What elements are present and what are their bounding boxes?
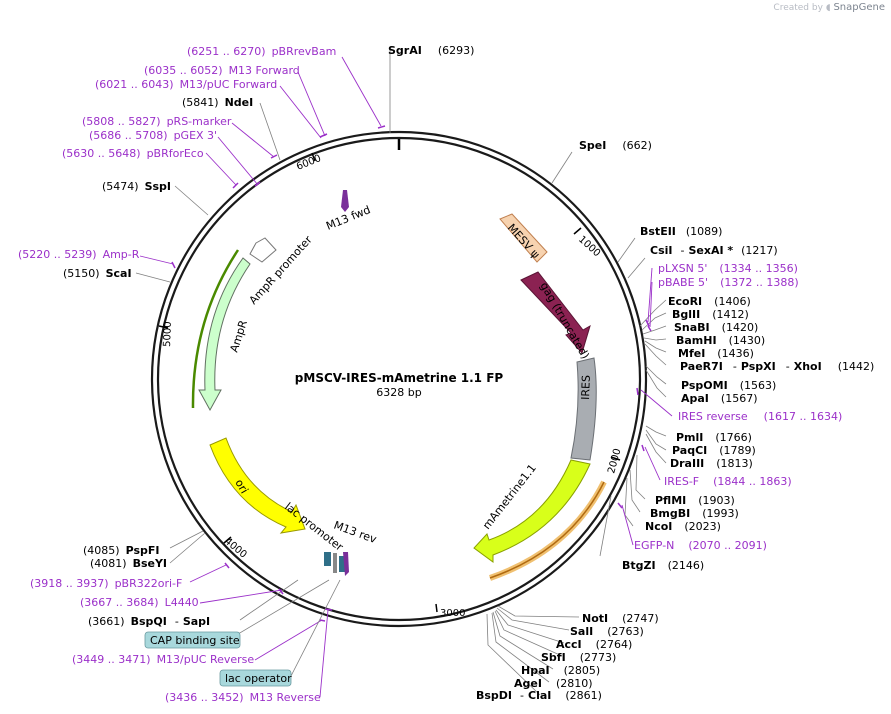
site-paqci: PaqCI(1789) <box>672 444 756 457</box>
primer-m13-reverse: (3436 .. 3452)M13 Reverse <box>165 691 321 704</box>
tick-label-3000: 3000 <box>440 608 465 619</box>
site-spei: SpeI(662) <box>579 139 652 152</box>
site-pspomi: PspOMI(1563) <box>681 379 776 392</box>
primer-site-marks <box>171 125 652 622</box>
primer-leader-lines <box>139 56 673 698</box>
site-ndei: (5841)NdeI <box>182 96 253 109</box>
site-ecori: EcoRI(1406) <box>668 295 751 308</box>
lac-operator-label: lac operator <box>219 579 341 687</box>
feature-mesv-psi: MESV ψ <box>499 213 548 263</box>
site-sali: SalI(2763) <box>570 625 644 638</box>
site-bspdi-clai: BspDI-ClaI(2861) <box>476 689 602 702</box>
site-bglii: BglII(1412) <box>672 308 749 321</box>
site-sspi: (5474)SspI <box>102 180 171 193</box>
site-scai: (5150)ScaI <box>63 267 132 280</box>
tick-label-6000: 6000 <box>295 153 323 173</box>
site-pmli: PmlI(1766) <box>676 431 752 444</box>
svg-text:IRES: IRES <box>579 375 593 400</box>
site-bamhi: BamHI(1430) <box>676 334 765 347</box>
site-pspfi: (4085)PspFI <box>83 544 159 557</box>
site-sbfi: SbfI(2773) <box>541 651 616 664</box>
feature-m13-fwd: M13 fwd <box>324 190 372 233</box>
feature-egfp-n-band <box>489 480 607 581</box>
feature-gag-truncated: gag (truncated) <box>520 271 592 361</box>
site-sgrai: SgrAI(6293) <box>388 44 474 57</box>
site-agei: AgeI(2810) <box>514 677 593 690</box>
plasmid-name: pMSCV-IRES-mAmetrine 1.1 FP <box>295 371 504 385</box>
site-btgzi: BtgZI(2146) <box>622 559 704 572</box>
site-paer7i-pspxi-xhoi: PaeR7I-PspXI-XhoI(1442) <box>680 360 874 373</box>
snapgene-logo-icon: ◖ <box>825 3 831 13</box>
svg-text:AmpR: AmpR <box>227 318 250 354</box>
primer-pbrrevbam: (6251 .. 6270)pBRrevBam <box>187 45 336 58</box>
backbone-inner-ring <box>156 136 642 622</box>
backbone-outer-ring <box>150 130 648 628</box>
site-draiii: DraIII(1813) <box>670 457 753 470</box>
tick-marks <box>158 152 621 613</box>
primer-egfp-n: EGFP-N(2070 .. 2091) <box>634 539 767 552</box>
svg-text:ori: ori <box>232 477 250 496</box>
site-acci: AccI(2764) <box>556 638 632 651</box>
site-apai: ApaI(1567) <box>681 392 757 405</box>
snapgene-brand: Created by ◖ SnapGene <box>773 2 885 13</box>
primer-prs-marker: (5808 .. 5827)pRS-marker <box>82 115 232 128</box>
primer-m13-forward: (6035 .. 6052)M13 Forward <box>144 64 300 77</box>
primer-pbrforeco: (5630 .. 5648)pBRforEco <box>62 147 204 160</box>
feature-ires: IRES <box>570 357 597 461</box>
cap-binding-site-label: CAP binding site <box>144 579 330 649</box>
primer-ires-reverse: IRES reverse(1617 .. 1634) <box>678 410 842 423</box>
site-bspqi-sapi: (3661)BspQI-SapI <box>88 615 210 628</box>
primer-labels: (6251 .. 6270)pBRrevBam (6035 .. 6052)M1… <box>18 45 842 704</box>
brand-name: SnapGene <box>833 2 885 13</box>
feature-lac-region: lac promoter M13 rev <box>282 500 379 576</box>
site-pflmi: PflMI(1903) <box>655 494 735 507</box>
svg-text:lac operator: lac operator <box>225 672 292 685</box>
primer-m13-puc-reverse: (3449 .. 3471)M13/pUC Reverse <box>72 653 254 666</box>
site-bmgbi: BmgBI(1993) <box>650 507 739 520</box>
svg-text:gag (truncated): gag (truncated) <box>537 280 591 361</box>
site-mfei: MfeI(1436) <box>678 347 754 360</box>
primer-plxsn5: pLXSN 5'(1334 .. 1356) <box>658 262 798 275</box>
site-csii-sexai: CsiI-SexAI *(1217) <box>650 244 778 257</box>
enzyme-labels: SgrAI(6293) SpeI(662) BstEII(1089) CsiI-… <box>63 44 874 702</box>
primer-pbr322ori-f: (3918 .. 3937)pBR322ori-F <box>30 577 182 590</box>
feature-ampr: AmpR <box>191 249 251 412</box>
site-ncoi: NcoI(2023) <box>645 520 721 533</box>
primer-l4440: (3667 .. 3684)L4440 <box>80 596 199 609</box>
svg-text:CAP binding site: CAP binding site <box>150 634 240 647</box>
site-snabi: SnaBI(1420) <box>674 321 758 334</box>
primer-ires-f: IRES-F(1844 .. 1863) <box>664 475 792 488</box>
feature-ori: ori <box>209 437 306 534</box>
site-hpai: HpaI(2805) <box>521 664 600 677</box>
site-bsteii: BstEII(1089) <box>640 225 722 238</box>
primer-m13-puc-forward: (6021 .. 6043)M13/pUC Forward <box>95 78 277 91</box>
site-bseyi: (4081)BseYI <box>90 557 167 570</box>
feature-ampr-promoter: AmpR promoter <box>247 233 315 307</box>
brand-prefix: Created by <box>773 3 823 13</box>
primer-pbabe5: pBABE 5'(1372 .. 1388) <box>658 276 799 289</box>
enzyme-leader-lines <box>135 50 667 696</box>
site-noti: NotI(2747) <box>582 612 659 625</box>
primer-amp-r: (5220 .. 5239)Amp-R <box>18 248 140 261</box>
primer-pgex3: (5686 .. 5708)pGEX 3' <box>89 129 217 142</box>
plasmid-size: 6328 bp <box>376 386 421 399</box>
tick-label-5000: 5000 <box>162 321 174 347</box>
tick-label-1000: 1000 <box>576 234 602 259</box>
